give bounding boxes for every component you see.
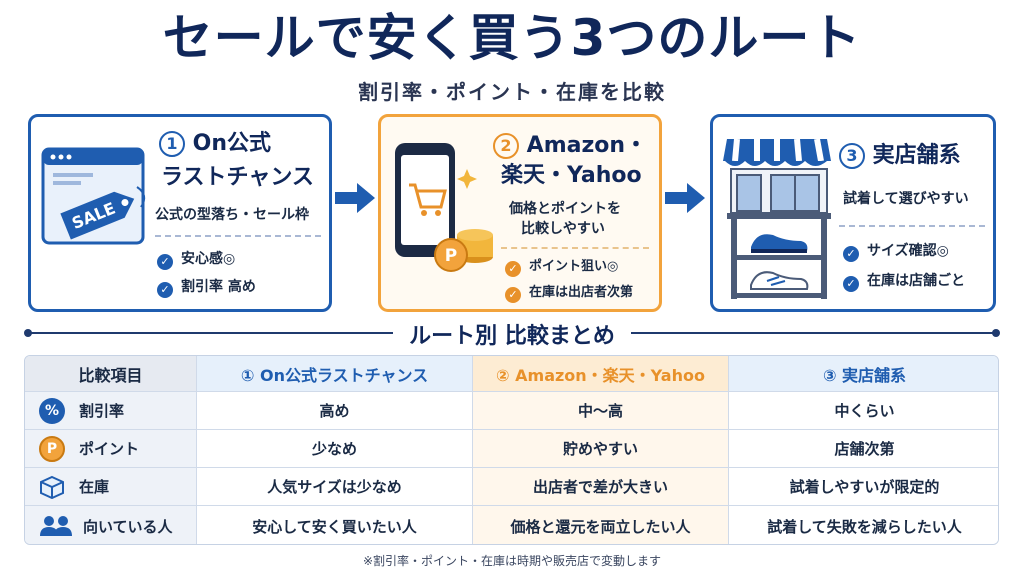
section-title: ルート別 比較まとめ [0,318,1024,350]
table-cell: 人気サイズは少なめ [197,468,473,506]
divider [839,225,985,227]
route-number: 1 [159,131,185,157]
route-number: 2 [493,133,519,159]
route-number: 3 [839,143,865,169]
table-cell: 高め [197,392,473,430]
people-icon [39,513,73,539]
comparison-table: 比較項目 ① On公式ラストチャンス ② Amazon・楽天・Yahoo ③ 実… [24,355,999,545]
table-row-label: % 割引率 [25,392,197,430]
table-cell: 貯めやすい [473,430,729,468]
check-icon: ✓ [843,246,859,262]
route-point: ✓ポイント狙い◎ [505,257,618,277]
check-icon: ✓ [157,254,173,270]
arrow-right-icon [665,183,705,213]
table-cell: 試着して失敗を減らしたい人 [729,506,998,544]
route-card-official: SALE 1 On公式 ラストチャンス 公式の型落ち・セール枠 ✓安心感◎ ✓割… [28,114,332,312]
route-title-line2: 楽天・Yahoo [501,163,642,188]
table-header: ③ 実店舗系 [729,356,998,392]
check-icon: ✓ [157,282,173,298]
page-subtitle: 割引率・ポイント・在庫を比較 [358,80,666,104]
route-title: 1 On公式 [159,129,271,159]
route-point: ✓割引率 高め [157,277,256,298]
route-point: ✓サイズ確認◎ [843,241,949,262]
check-icon: ✓ [505,287,521,303]
route-desc: 試着して選びやすい [843,191,969,207]
table-cell: 少なめ [197,430,473,468]
box-icon [39,474,65,500]
table-cell: 出店者で差が大きい [473,468,729,506]
table-row-label: P ポイント [25,430,197,468]
arrow-right-icon [335,183,375,213]
route-title-line2: ラストチャンス [161,165,314,190]
page-title: セールで安く買う3つのルート [162,9,862,67]
route-title: 3 実店舗系 [839,141,961,171]
table-header: ② Amazon・楽天・Yahoo [473,356,729,392]
check-icon: ✓ [505,261,521,277]
table-cell: 試着しやすいが限定的 [729,468,998,506]
sale-browser-icon: SALE [41,147,146,245]
route-point: ✓安心感◎ [157,249,235,270]
route-desc: 公式の型落ち・セール枠 [155,207,309,223]
table-header: ① On公式ラストチャンス [197,356,473,392]
table-header: 比較項目 [25,356,197,392]
table-cell: 中〜高 [473,392,729,430]
route-card-store: 3 実店舗系 試着して選びやすい ✓サイズ確認◎ ✓在庫は店舗ごと [710,114,996,312]
smartphone-cart-icon: P [395,143,493,272]
route-point: ✓在庫は店舗ごと [843,271,965,292]
table-row-label: 向いている人 [25,506,197,544]
route-title-line1: On公式 [192,131,272,156]
table-cell: 価格と還元を両立したい人 [473,506,729,544]
table-cell: 店舗次第 [729,430,998,468]
route-desc-line1: 価格とポイントを [509,201,621,217]
point-icon: P [39,435,65,462]
route-point: ✓在庫は出店者次第 [505,283,633,303]
percent-icon: % [39,397,65,424]
footnote: ※割引率・ポイント・在庫は時期や販売店で変動します [362,554,662,568]
route-title: 2 Amazon・ [493,131,647,161]
point-coin-text: P [445,246,457,266]
route-card-ec-mall: P 2 Amazon・ 楽天・Yahoo 価格とポイントを 比較しやすい ✓ポイ… [378,114,662,312]
table-cell: 中くらい [729,392,998,430]
divider [501,247,649,249]
route-desc-line2: 比較しやすい [521,221,605,237]
route-title-line1: 実店舗系 [872,143,961,168]
table-row-label: 在庫 [25,468,197,506]
store-shoes-icon [723,138,831,299]
check-icon: ✓ [843,276,859,292]
section-dot [992,329,1000,337]
table-cell: 安心して安く買いたい人 [197,506,473,544]
route-title-line1: Amazon・ [526,133,648,158]
divider [155,235,321,237]
